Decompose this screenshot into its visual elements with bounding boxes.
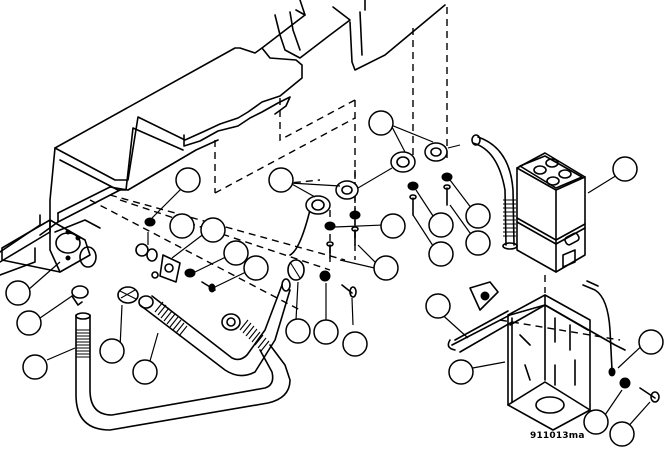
callout-hose-corrugated xyxy=(132,359,158,385)
figure-id-label: 911013ma xyxy=(530,431,585,441)
left-hose-assembly xyxy=(55,229,291,431)
callout-battery xyxy=(612,156,638,182)
callout-fitting xyxy=(169,213,195,239)
box-hardware xyxy=(619,377,660,403)
battery-box xyxy=(507,294,591,431)
callout-box-screw xyxy=(609,421,635,447)
callout-hose-clamp-lower xyxy=(285,318,311,344)
right-hose xyxy=(471,134,518,250)
callout-clamp-a xyxy=(268,167,294,193)
callout-clamp-b xyxy=(368,110,394,136)
callout-screw xyxy=(243,255,269,281)
callout-clamp-mid xyxy=(99,338,125,364)
callout-nut-b xyxy=(380,213,406,239)
callout-nut-lower xyxy=(313,319,339,345)
callout-battery-box xyxy=(448,359,474,385)
small-hardware xyxy=(135,217,357,298)
callout-plate xyxy=(200,217,226,243)
callout-screw-lower xyxy=(342,331,368,357)
callout-screw-b xyxy=(373,255,399,281)
callout-bracket-mount xyxy=(5,280,31,306)
callouts xyxy=(5,110,664,447)
corrugation-right xyxy=(503,199,516,237)
battery-cable xyxy=(582,280,616,377)
callout-box-nut xyxy=(583,409,609,435)
callout-cable xyxy=(638,329,664,355)
callout-hold-down xyxy=(425,293,451,319)
callout-lower-hose-end xyxy=(22,354,48,380)
callout-nut-upper xyxy=(175,167,201,193)
callout-washer xyxy=(223,240,249,266)
upper-clamp-hardware xyxy=(289,142,461,259)
callout-screw-c xyxy=(428,241,454,267)
battery xyxy=(516,152,586,273)
corrugation-left xyxy=(76,329,90,358)
vehicle-body-structure xyxy=(0,0,446,276)
corrugation-right-lower xyxy=(239,319,270,352)
callout-hose-right xyxy=(465,203,491,229)
leader-lines xyxy=(27,124,651,431)
callout-nut-c xyxy=(428,212,454,238)
callout-clamp-c xyxy=(465,230,491,256)
corrugation-mid xyxy=(154,301,188,337)
callout-hose-clamp-left xyxy=(16,310,42,336)
